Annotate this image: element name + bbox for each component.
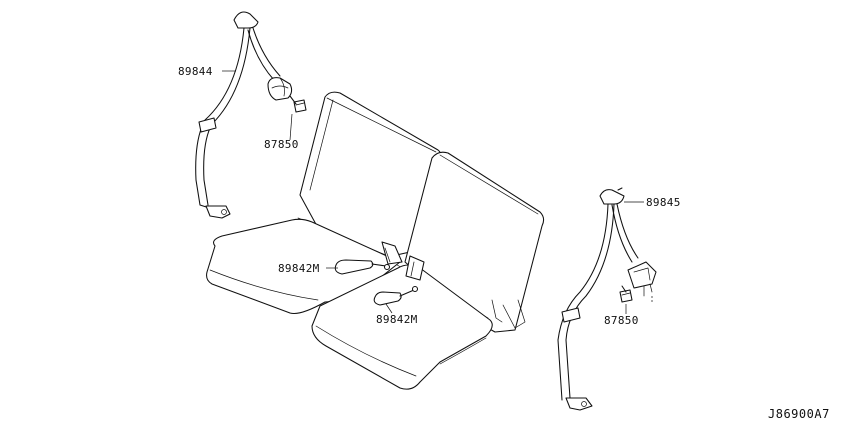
buckle-latch-right [405, 255, 425, 281]
bolt-87850-left [289, 95, 307, 113]
buckle-89842m-lower [373, 285, 419, 306]
buckle-89842m-upper [334, 259, 391, 275]
diagram-reference-code: J86900A7 [768, 407, 830, 421]
seat-belt-assembly-left [195, 11, 293, 219]
buckle-latch-left [381, 241, 403, 265]
label-buckle-upper: 89842M [278, 262, 320, 275]
seat-belt-assembly-right [557, 187, 657, 411]
label-bolt-right: 87850 [604, 314, 639, 327]
label-belt-right: 89845 [646, 196, 681, 209]
label-belt-left: 89844 [178, 65, 213, 78]
leader-lines [222, 70, 653, 314]
bolt-87850-right [619, 285, 633, 303]
label-bolt-left: 87850 [264, 138, 299, 151]
label-buckle-lower: 89842M [376, 313, 418, 326]
rear-seat-assembly [206, 91, 545, 390]
